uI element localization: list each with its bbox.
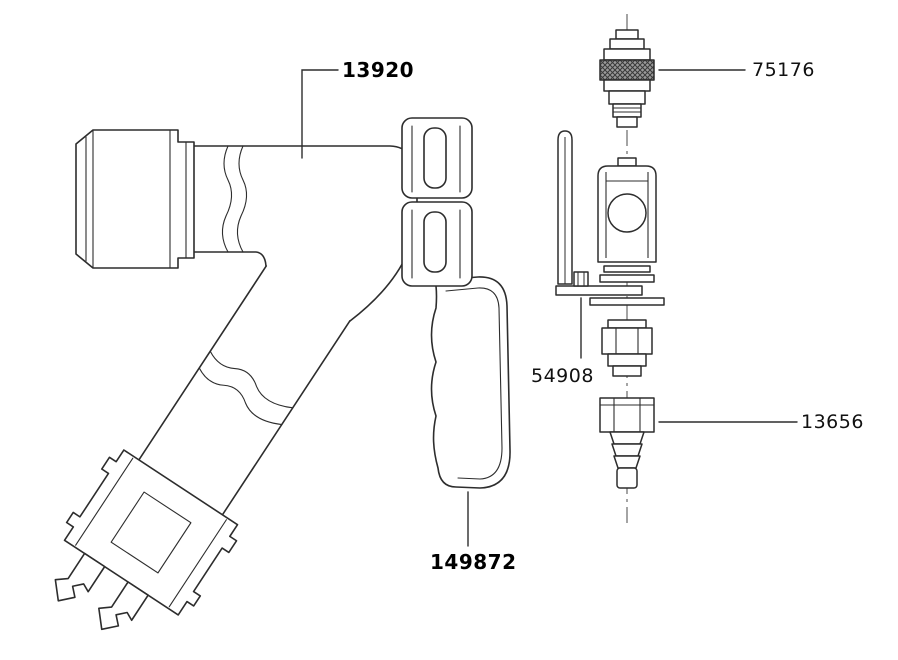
barb-ridge [613, 455, 641, 469]
fitting-stem [612, 365, 642, 377]
barb-ridge [611, 443, 643, 457]
coupler-ring [608, 90, 646, 105]
quick-connect-coupler-drawing [599, 29, 655, 128]
leader-lines [301, 69, 798, 547]
coupler-knurled-band [599, 59, 655, 81]
tube-inner-edge [193, 251, 267, 267]
mount-slot [423, 211, 447, 273]
part-label-75176: 75176 [752, 59, 815, 81]
break-line [236, 145, 248, 253]
connector-outline [75, 129, 195, 269]
part-label-149872: 149872 [430, 550, 517, 574]
part-label-13920: 13920 [342, 58, 415, 82]
washer [589, 297, 665, 306]
coupler-ring [609, 38, 645, 50]
nozzle-collar [63, 449, 239, 616]
collar-inner-wall [168, 519, 227, 608]
valve-outline [597, 165, 657, 263]
mount-slot [423, 127, 447, 189]
mount-upper-block [401, 117, 473, 199]
tube-outer-edge [193, 145, 418, 322]
mount-lower-block [401, 201, 473, 287]
coupler-tip [615, 29, 639, 40]
tube-connector [75, 129, 195, 269]
handle-mount [401, 117, 473, 287]
collar-opening [110, 491, 192, 574]
grip-inner-line [445, 287, 503, 480]
coupler-ring [603, 48, 651, 61]
coupler-stem [616, 116, 638, 128]
retaining-clip-drawing [555, 130, 643, 296]
latch-claw [98, 581, 149, 631]
fitting-collar [607, 319, 647, 329]
washer [599, 274, 655, 283]
part-label-54908: 54908 [531, 365, 594, 387]
fitting-hex [601, 327, 653, 355]
hex-fitting-drawing [601, 319, 653, 377]
collar-inner-wall [75, 457, 134, 546]
fitting-collar [607, 353, 647, 367]
leader-13920 [301, 69, 339, 159]
barb-hex [599, 397, 655, 433]
break-line [198, 367, 283, 426]
hose-barb-drawing [599, 397, 655, 489]
hose-tube-assembly [54, 129, 418, 631]
break-line [209, 350, 294, 409]
coupler-ring [603, 79, 651, 92]
clip-foot-plate [555, 285, 643, 296]
part-label-13656: 13656 [801, 411, 864, 433]
clip-screw [573, 271, 589, 287]
grip-outline [430, 276, 511, 489]
valve-top-nub [617, 157, 637, 167]
break-line [221, 145, 233, 253]
barb-tip [616, 467, 638, 489]
valve-body-drawing [597, 157, 657, 263]
handle-assembly [401, 117, 511, 489]
exploded-fitting-column [555, 29, 665, 489]
barb-ridge [609, 431, 645, 445]
valve-port-circle [607, 193, 647, 233]
washer [603, 265, 651, 273]
diagonal-tube-and-nozzle [54, 265, 351, 631]
latch-claw [54, 552, 106, 602]
coupler-thread [612, 103, 642, 118]
tube-right-edge [214, 320, 351, 527]
washer-stack [589, 265, 665, 306]
